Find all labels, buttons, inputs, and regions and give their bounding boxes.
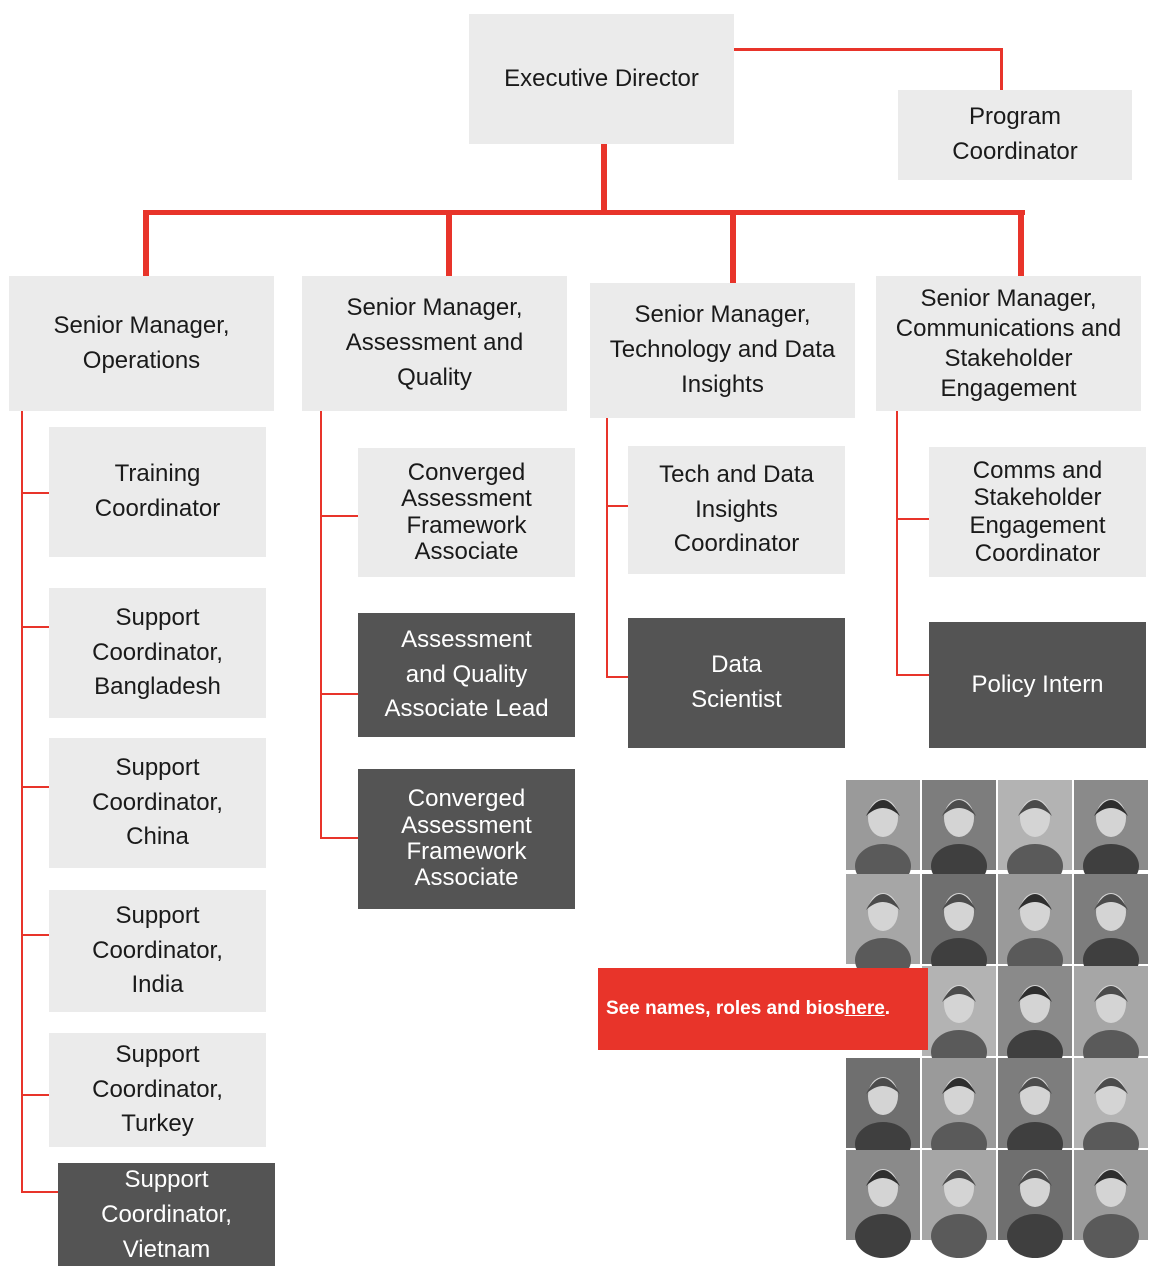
connector-assessment-tick — [320, 693, 358, 695]
connector-operations-tick — [21, 492, 49, 494]
team-photo-shoulders — [855, 1214, 911, 1258]
team-photo-hair — [942, 800, 976, 816]
connector-operations-tick — [21, 786, 49, 788]
team-photo-hair — [866, 800, 900, 816]
connector-operations-tick — [21, 626, 49, 628]
caf-associate-box-2: Converged Assessment Framework Associate — [358, 769, 575, 909]
support-coordinator-china-box: Support Coordinator, China — [49, 738, 266, 868]
team-photo-hair — [1018, 1170, 1052, 1186]
senior-manager-operations-box: Senior Manager, Operations — [9, 276, 274, 411]
team-photo-hair — [1018, 894, 1052, 910]
team-photo-hair — [866, 894, 900, 910]
team-photo-hair — [942, 986, 976, 1002]
support-coordinator-india-box: Support Coordinator, India — [49, 890, 266, 1012]
see-bios-banner[interactable]: See names, roles and bios here . — [598, 968, 928, 1050]
team-photo-hair — [1018, 800, 1052, 816]
team-photo-hair — [1094, 894, 1128, 910]
connector-operations-spine — [21, 411, 23, 1193]
connector-to-operations — [143, 210, 149, 277]
program-coordinator-box: Program Coordinator — [898, 90, 1132, 180]
team-photo-hair — [1018, 1078, 1052, 1094]
comms-engagement-coordinator-box: Comms and Stakeholder Engagement Coordin… — [929, 447, 1146, 577]
connector-assessment-tick — [320, 837, 358, 839]
see-bios-text: See names, roles and bios — [606, 998, 845, 1019]
team-photo-hair — [1094, 1078, 1128, 1094]
connector-communications-tick — [896, 674, 929, 676]
connector-exec-down — [601, 143, 607, 213]
connector-communications-tick — [896, 518, 929, 520]
connector-technology-tick — [606, 676, 628, 678]
connector-operations-tick — [21, 934, 49, 936]
connector-operations-tick — [21, 1094, 49, 1096]
connector-to-communications — [1018, 210, 1024, 277]
tech-data-insights-coordinator-box: Tech and Data Insights Coordinator — [628, 446, 845, 574]
policy-intern-box: Policy Intern — [929, 622, 1146, 748]
connector-communications-spine — [896, 411, 898, 676]
assessment-quality-associate-lead-box: Assessment and Quality Associate Lead — [358, 613, 575, 737]
senior-manager-communications-box: Senior Manager, Communications and Stake… — [876, 276, 1141, 411]
team-photo-hair — [1094, 1170, 1128, 1186]
training-coordinator-box: Training Coordinator — [49, 427, 266, 557]
connector-to-technology — [730, 210, 736, 283]
team-photo-hair — [942, 1078, 976, 1094]
team-photo-hair — [1094, 986, 1128, 1002]
senior-manager-technology-box: Senior Manager, Technology and Data Insi… — [590, 283, 855, 418]
support-coordinator-vietnam-box: Support Coordinator, Vietnam — [58, 1163, 275, 1266]
connector-technology-spine — [606, 418, 608, 678]
connector-technology-tick — [606, 505, 628, 507]
team-photo-shoulders — [1007, 1214, 1063, 1258]
connector-exec-to-program-v — [1000, 48, 1003, 90]
connector-exec-to-program-h — [733, 48, 1003, 51]
connector-assessment-tick — [320, 515, 358, 517]
executive-director-box: Executive Director — [469, 14, 734, 144]
connector-operations-tick — [21, 1191, 58, 1193]
caf-associate-box: Converged Assessment Framework Associate — [358, 448, 575, 577]
team-photo-shoulders — [931, 1214, 987, 1258]
support-coordinator-bangladesh-box: Support Coordinator, Bangladesh — [49, 588, 266, 718]
connector-assessment-spine — [320, 411, 322, 839]
team-photo-hair — [866, 1078, 900, 1094]
team-photo-hair — [1094, 800, 1128, 816]
team-photo-grid — [846, 780, 1150, 1266]
team-photo-hair — [942, 1170, 976, 1186]
team-photo-hair — [942, 894, 976, 910]
team-photos-svg — [846, 780, 1148, 1258]
bios-here-link[interactable]: here — [844, 998, 885, 1019]
team-photo-shoulders — [1083, 1214, 1139, 1258]
data-scientist-box: Data Scientist — [628, 618, 845, 748]
see-bios-period: . — [884, 998, 891, 1019]
senior-manager-assessment-box: Senior Manager, Assessment and Quality — [302, 276, 567, 411]
team-photo-hair — [1018, 986, 1052, 1002]
support-coordinator-turkey-box: Support Coordinator, Turkey — [49, 1033, 266, 1147]
connector-to-assessment — [446, 210, 452, 277]
connector-main-horizontal — [143, 210, 1025, 215]
team-photo-hair — [866, 1170, 900, 1186]
